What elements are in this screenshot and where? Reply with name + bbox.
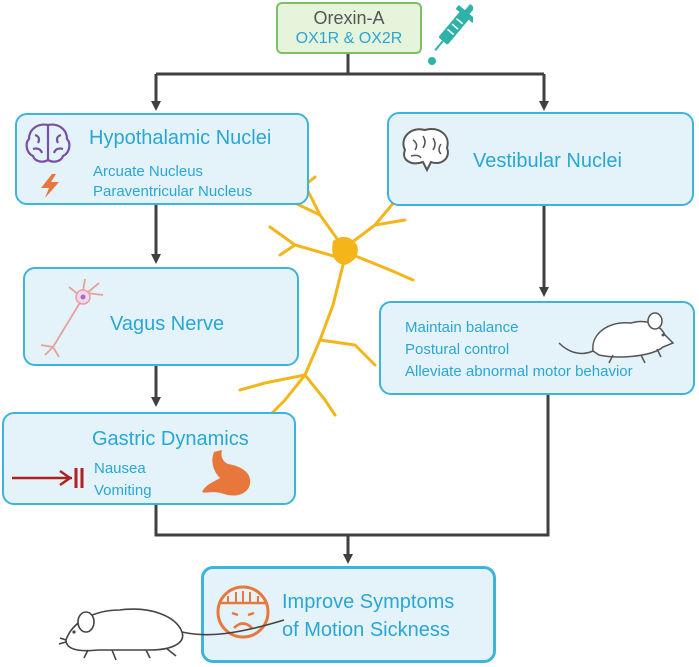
neuron-icon [40, 278, 104, 358]
orexin-box: Orexin-A OX1R & OX2R [276, 2, 422, 54]
brain-icon [25, 123, 71, 163]
vestibular-nuclei-box: Vestibular Nuclei [387, 112, 694, 206]
gastric-item-vomiting: Vomiting [94, 482, 152, 499]
hypothalamic-item-arcuate: Arcuate Nucleus [93, 163, 204, 180]
arrow-merge [154, 395, 550, 537]
motor-behavior-box: Maintain balance Postural control Allevi… [379, 301, 695, 395]
syringe-icon [428, 3, 473, 65]
lightning-icon [41, 174, 59, 198]
orexin-title: Orexin-A [313, 8, 385, 28]
stomach-icon [202, 450, 251, 496]
sad-face-icon [216, 585, 270, 639]
hypothalamic-title: Hypothalamic Nuclei [89, 127, 272, 149]
vagus-title: Vagus Nerve [110, 313, 225, 335]
outcome-line1: Improve Symptoms [282, 591, 455, 613]
hypothalamic-nuclei-box: Hypothalamic Nuclei Arcuate Nucleus Para… [15, 113, 309, 205]
gastric-dynamics-box: Gastric Dynamics Nausea Vomiting [2, 412, 296, 505]
vestibular-title: Vestibular Nuclei [473, 150, 622, 172]
balance-item-maintain: Maintain balance [405, 319, 519, 336]
inhibit-arrow-icon [12, 468, 84, 488]
vagus-nerve-box: Vagus Nerve [23, 267, 299, 366]
balance-item-alleviate: Alleviate abnormal motor behavior [405, 363, 633, 380]
gastric-title: Gastric Dynamics [92, 428, 249, 450]
orexin-subtitle: OX1R & OX2R [295, 30, 403, 47]
outcome-box: Improve Symptoms of Motion Sickness [201, 566, 496, 663]
mouse-icon [558, 312, 675, 364]
outcome-line2: of Motion Sickness [282, 619, 450, 641]
mouse-icon [58, 608, 285, 661]
gastric-item-nausea: Nausea [94, 460, 146, 477]
balance-item-postural: Postural control [405, 341, 510, 358]
hypothalamic-item-paraventricular: Paraventricular Nucleus [93, 183, 253, 200]
brain-icon [402, 128, 449, 173]
